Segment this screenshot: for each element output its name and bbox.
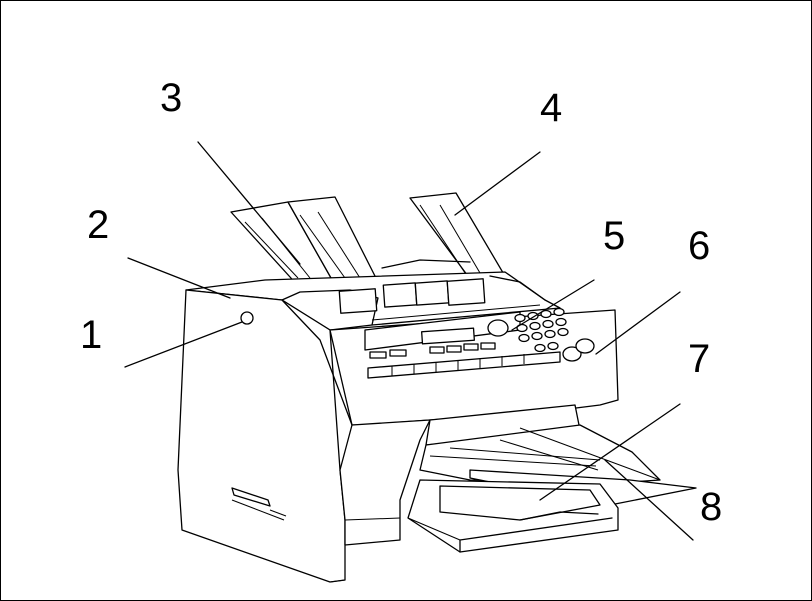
leader-6 (595, 291, 681, 355)
leader-8 (604, 459, 694, 541)
callout-3: 3 (160, 76, 182, 120)
stop-button (575, 338, 595, 354)
leader-1 (124, 321, 243, 368)
one-touch-key-row (367, 351, 561, 379)
leader-4 (454, 151, 541, 216)
leader-7 (539, 403, 681, 501)
keypad (514, 307, 569, 353)
leader-lines (124, 141, 694, 541)
callout-7: 7 (688, 337, 710, 381)
function-key-row (369, 342, 496, 359)
callout-8: 8 (700, 485, 722, 529)
callout-1: 1 (80, 313, 102, 357)
document-feeder-tray (230, 196, 379, 289)
callout-5: 5 (603, 214, 625, 258)
leader-3 (197, 141, 301, 265)
leader-2 (127, 257, 231, 299)
callout-2: 2 (87, 203, 109, 247)
callout-4: 4 (540, 86, 562, 130)
start-button (562, 346, 582, 362)
leader-5 (511, 279, 595, 331)
cover-release-button (240, 311, 254, 325)
callout-6: 6 (688, 224, 710, 268)
paper-cassette (407, 479, 619, 553)
control-panel (364, 307, 595, 379)
callout-labels: 1 2 3 4 5 6 7 8 (80, 76, 722, 529)
